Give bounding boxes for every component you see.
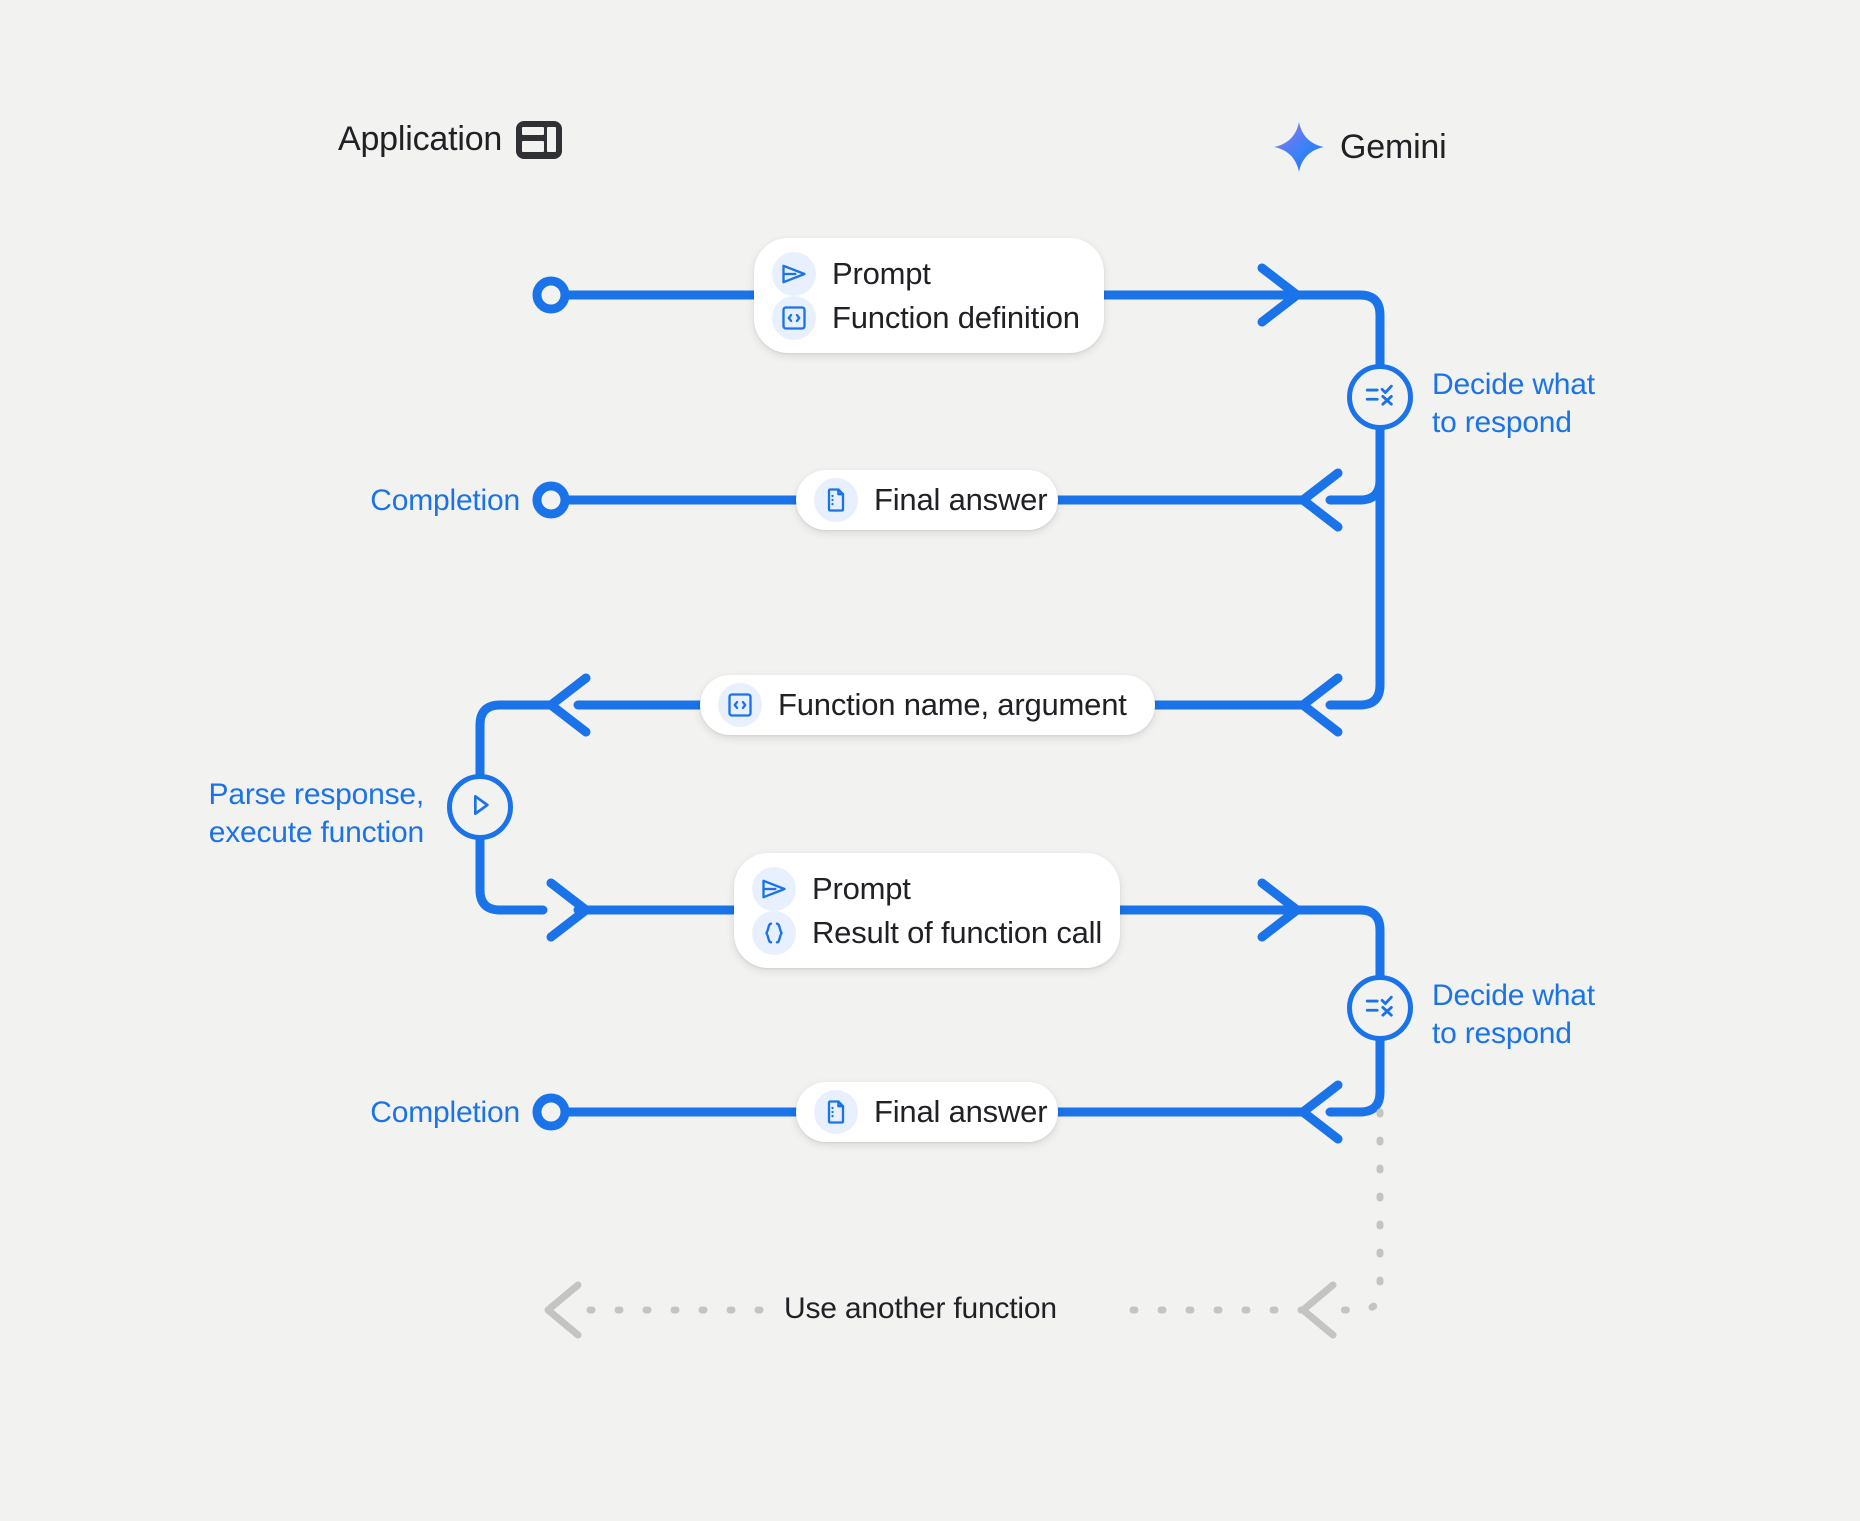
completion-label-1: Completion: [370, 484, 520, 517]
wire-gemini-to-decide-1: [1292, 290, 1385, 369]
bubble-row-text: Function definition: [832, 299, 1080, 335]
message-bubble-prompt-function-definition[interactable]: Prompt Function definition: [754, 238, 1104, 353]
curly-braces-icon: [752, 910, 796, 955]
bubble-row: Result of function call: [752, 910, 1102, 955]
lane-label-application: Application: [338, 120, 503, 158]
arrowhead-loop-app: [544, 1281, 582, 1339]
decision-label-decide-2: Decide what to respond: [1432, 979, 1595, 1051]
action-label-parse-execute: Parse response, execute function: [208, 778, 425, 850]
bubble-row-text: Final answer: [874, 1094, 1048, 1129]
document-icon: [814, 1090, 858, 1134]
gemini-sparkle-icon: [1272, 120, 1326, 174]
bubble-row: Prompt: [752, 866, 1086, 911]
message-bubble-final-answer-2[interactable]: Final answer: [796, 1082, 1058, 1142]
endpoint-circle-completion1: [532, 481, 570, 519]
decision-node-decide-2[interactable]: [1347, 975, 1413, 1041]
bubble-row: Final answer: [814, 474, 1048, 526]
completion-label-2: Completion: [370, 1096, 520, 1129]
wire-parse-to-prompt2: [475, 835, 548, 915]
loop-label-use-another-function: Use another function: [770, 1292, 1071, 1326]
lane-label-gemini: Gemini: [1340, 127, 1447, 166]
wire-gemini-to-decide-2: [1292, 905, 1385, 980]
code-brackets-box-icon: [718, 683, 762, 727]
bubble-row-text: Prompt: [812, 870, 911, 906]
bubble-row-text: Function name, argument: [778, 687, 1127, 722]
wire-decide1-to-funccall: [1325, 425, 1385, 710]
endpoint-circle-completion2: [532, 1093, 570, 1131]
code-brackets-box-icon: [772, 295, 816, 340]
decision-node-decide-1[interactable]: [1347, 364, 1413, 430]
lane-header-application: Application: [338, 120, 563, 159]
message-bubble-final-answer-1[interactable]: Final answer: [796, 470, 1058, 530]
bubble-row: Prompt: [772, 251, 1070, 296]
play-triangle-icon: [464, 789, 496, 826]
send-arrow-icon: [752, 866, 796, 911]
action-node-parse-execute[interactable]: [447, 774, 513, 840]
document-icon: [814, 478, 858, 522]
wire-decide2-down: [1325, 1036, 1385, 1117]
bubble-row-text: Final answer: [874, 482, 1048, 517]
lane-header-gemini: Gemini: [1272, 120, 1447, 174]
checklist-decision-icon: [1363, 378, 1397, 417]
message-bubble-function-name-argument[interactable]: Function name, argument: [700, 675, 1155, 735]
wire-funccall-into-parse: [475, 700, 556, 779]
bubble-row: Final answer: [814, 1086, 1048, 1138]
dashboard-layout-icon: [516, 120, 563, 159]
decision-label-decide-1: Decide what to respond: [1432, 368, 1595, 440]
bubble-row: Function definition: [772, 295, 1080, 340]
wire-loop-vertical: [1326, 1108, 1384, 1314]
message-bubble-prompt-result[interactable]: Prompt Result of function call: [734, 853, 1120, 968]
send-arrow-icon: [772, 251, 816, 296]
bubble-row-text: Prompt: [832, 255, 931, 291]
bubble-row-text: Result of function call: [812, 914, 1103, 950]
bubble-row: Function name, argument: [718, 679, 1127, 731]
endpoint-circle-prompt1: [532, 276, 570, 314]
checklist-decision-icon: [1363, 989, 1397, 1028]
wire-decide1-down: [1325, 425, 1385, 505]
